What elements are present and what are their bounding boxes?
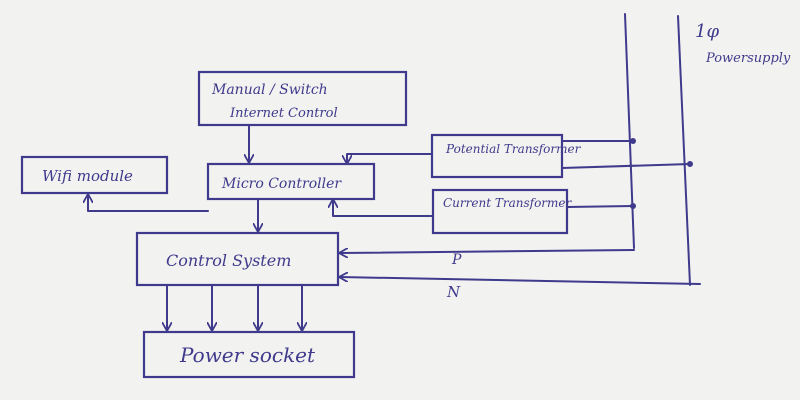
supply-line-p xyxy=(624,13,635,249)
current-transformer-text: Current Transformer xyxy=(443,196,573,210)
power-socket-text: Power socket xyxy=(179,343,316,367)
current-transformer-box xyxy=(431,188,569,235)
power-supply-label: Powersupply xyxy=(705,51,791,66)
wifi-module-text: Wifi module xyxy=(42,167,133,185)
p-label: P xyxy=(451,252,462,268)
manual-switch-text: Manual / Switch xyxy=(211,82,328,98)
micro-controller-text: Micro Controller xyxy=(221,176,342,192)
control-system-text: Control System xyxy=(166,251,291,270)
manual-switch-box xyxy=(197,70,408,127)
arrow-pt-to-micro xyxy=(347,153,433,163)
junction-pt-p xyxy=(630,138,636,144)
potential-transformer-text: Potential Transformer xyxy=(445,142,582,156)
internet-control-text: Internet Control xyxy=(229,106,338,121)
wifi-module-box xyxy=(20,155,169,195)
control-system-box xyxy=(135,231,340,287)
line-n-to-control xyxy=(340,277,701,285)
junction-ct-p xyxy=(630,203,636,209)
arrow-ct-to-micro xyxy=(333,200,434,217)
micro-controller-box xyxy=(206,162,376,201)
pt-to-supply-n xyxy=(561,163,691,169)
ct-to-supply-p xyxy=(566,205,634,208)
potential-transformer-box xyxy=(430,133,564,179)
n-label: N xyxy=(446,283,461,301)
line-p-to-control xyxy=(340,250,635,253)
arrow-micro-to-wifi xyxy=(88,195,209,212)
power-socket-box xyxy=(142,330,356,379)
supply-line-n xyxy=(677,15,691,286)
junction-pt-n xyxy=(687,161,693,167)
phase-symbol-label: 1φ xyxy=(695,21,719,42)
